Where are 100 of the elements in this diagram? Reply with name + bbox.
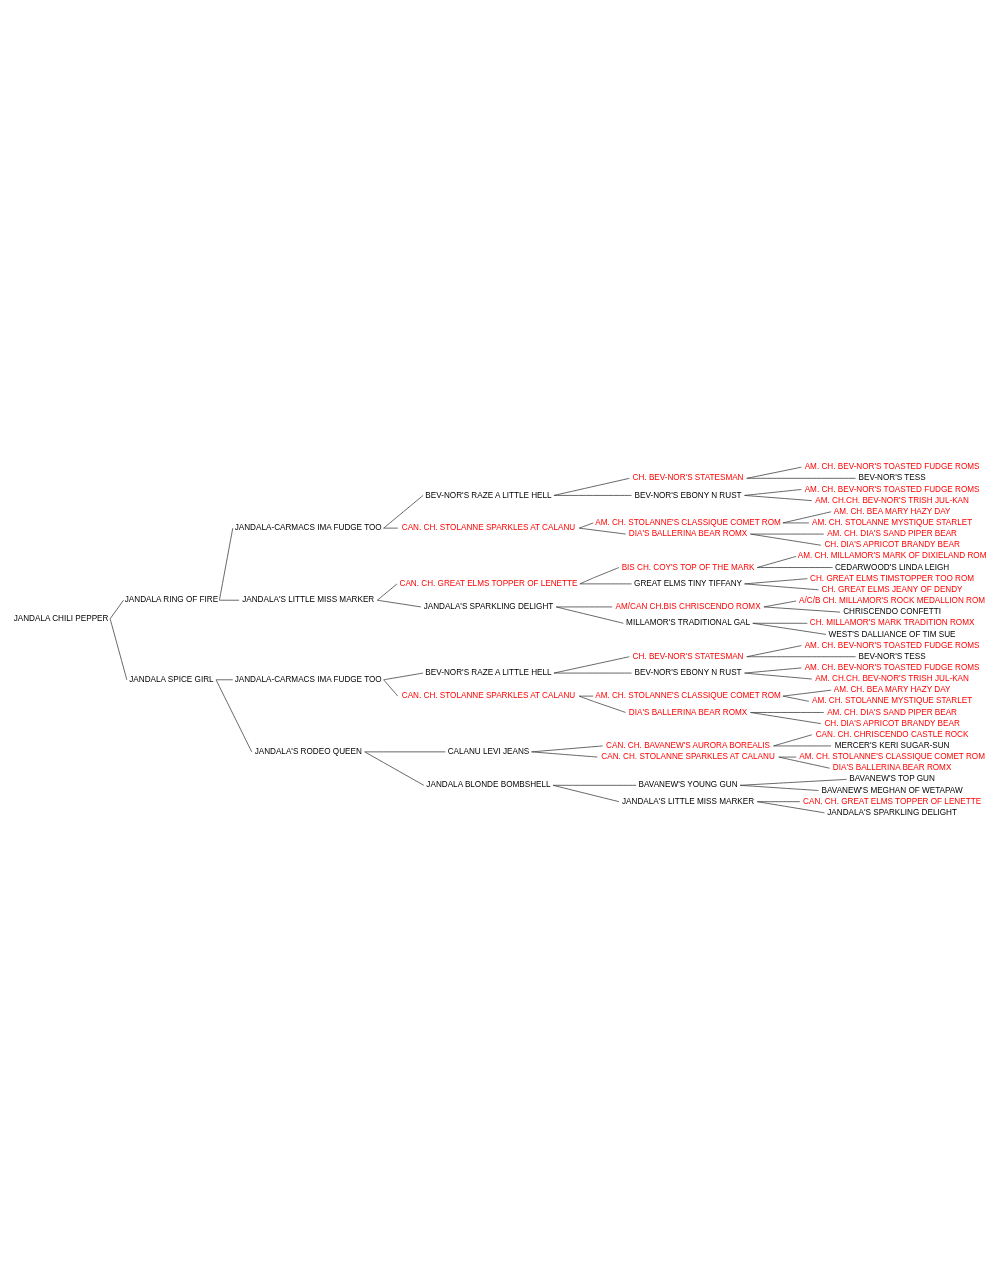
connector bbox=[553, 672, 632, 674]
node-text: CAN. CH. CHRISCENDO CASTLE ROCK bbox=[815, 729, 969, 739]
connector bbox=[744, 672, 813, 680]
connector bbox=[752, 622, 827, 635]
connector bbox=[750, 533, 825, 535]
node-text: AM. CH. BEV-NOR'S TOASTED FUDGE ROMS bbox=[804, 462, 980, 472]
connector bbox=[383, 672, 424, 681]
node-text: CHRISCENDO CONFETTI bbox=[843, 607, 942, 617]
connector bbox=[553, 656, 630, 674]
node-text: JANDALA SPICE GIRL bbox=[129, 674, 214, 684]
node-text: CAN. CH. STOLANNE SPARKLES AT CALANU bbox=[601, 752, 775, 762]
connector bbox=[756, 556, 797, 568]
node-text: CAN. CH. STOLANNE SPARKLES AT CALANU bbox=[401, 523, 576, 533]
node-text: AM. CH.CH. BEV-NOR'S TRISH JUL-KAN bbox=[815, 495, 969, 505]
node-text: BAVANEW'S MEGHAN OF WETAPAW bbox=[821, 785, 963, 795]
connector bbox=[746, 645, 802, 658]
connector bbox=[750, 712, 822, 724]
node-text: AM/CAN CH.BIS CHRISCENDO ROMX bbox=[615, 602, 761, 611]
connector bbox=[377, 583, 398, 601]
connector bbox=[109, 618, 128, 681]
connector bbox=[744, 489, 802, 496]
node-text: JANDALA-CARMACS IMA FUDGE TOO bbox=[234, 523, 382, 533]
connector bbox=[555, 606, 624, 624]
node-text: CH. GREAT ELMS TIMSTOPPER TOO ROM bbox=[810, 573, 975, 583]
node-text: BEV-NOR'S EBONY N RUST bbox=[634, 668, 742, 678]
connector bbox=[578, 527, 626, 535]
connector bbox=[763, 606, 841, 613]
connector bbox=[109, 599, 124, 620]
node-text: BIS CH. COY'S TOP OF THE MARK bbox=[621, 562, 755, 572]
node-text: A/C/B CH. MILLAMOR'S ROCK MEDALLION ROM bbox=[799, 596, 986, 606]
node-text: CH. BEV-NOR'S STATESMAN bbox=[632, 651, 744, 661]
connector bbox=[773, 734, 813, 747]
connector bbox=[578, 522, 594, 529]
node-text: CH. MILLAMOR'S MARK TRADITION ROMX bbox=[809, 618, 975, 628]
node-text: JANDALA RING OF FIRE bbox=[124, 595, 219, 605]
connector bbox=[782, 695, 810, 702]
node-text: DIA'S BALLERINA BEAR ROMX bbox=[628, 707, 748, 717]
node-text: BEV-NOR'S RAZE A LITTLE HELL bbox=[425, 490, 552, 500]
node-text: DIA'S BALLERINA BEAR ROMX bbox=[628, 529, 748, 539]
node-text: JANDALA'S SPARKLING DELIGHT bbox=[827, 807, 957, 817]
connector bbox=[383, 679, 399, 697]
connector bbox=[219, 599, 240, 601]
node-text: JANDALA'S LITTLE MISS MARKER bbox=[242, 595, 375, 605]
connector bbox=[746, 477, 857, 479]
node-text: CH. GREAT ELMS JEANY OF DENDY bbox=[821, 584, 963, 594]
node-text: CH. DIA'S APRICOT BRANDY BEAR bbox=[824, 540, 960, 550]
connector bbox=[782, 511, 832, 524]
connector bbox=[219, 527, 234, 601]
connector bbox=[383, 495, 424, 529]
connector bbox=[383, 527, 399, 529]
node-text: AM. CH. STOLANNE'S CLASSIQUE COMET ROM bbox=[595, 518, 781, 528]
node-text: CALANU LEVI JEANS bbox=[447, 746, 530, 756]
node-text: JANDALA-CARMACS IMA FUDGE TOO bbox=[234, 674, 382, 684]
connector bbox=[750, 533, 822, 546]
node-text: GREAT ELMS TINY TIFFANY bbox=[634, 578, 743, 588]
connector bbox=[746, 656, 857, 658]
connector bbox=[756, 801, 825, 814]
connector bbox=[578, 695, 626, 713]
node-text: CEDARWOOD'S LINDA LEIGH bbox=[834, 562, 950, 572]
connector bbox=[531, 751, 598, 758]
node-text: CAN. CH. BAVANEW'S AURORA BOREALIS bbox=[606, 741, 771, 751]
connector bbox=[364, 751, 425, 786]
connector bbox=[578, 695, 594, 697]
connector bbox=[773, 745, 832, 747]
node-text: CAN. CH. GREAT ELMS TOPPER OF LENETTE bbox=[399, 578, 578, 588]
connector bbox=[782, 689, 832, 697]
node-text: AM. CH. BEV-NOR'S TOASTED FUDGE ROMS bbox=[804, 484, 980, 494]
connector bbox=[778, 756, 831, 769]
connector bbox=[579, 583, 632, 585]
node-text: CAN. CH. STOLANNE SPARKLES AT CALANU bbox=[401, 691, 576, 701]
connector bbox=[377, 599, 422, 608]
node-text: AM. CH. BEA MARY HAZY DAY bbox=[833, 685, 951, 695]
node-text: BAVANEW'S YOUNG GUN bbox=[638, 780, 738, 790]
connector bbox=[744, 667, 802, 674]
connector bbox=[579, 567, 620, 585]
connector bbox=[739, 784, 819, 791]
connector bbox=[553, 477, 630, 496]
node-text: JANDALA BLONDE BOMBSHELL bbox=[426, 780, 551, 790]
node-text: BEV-NOR'S RAZE A LITTLE HELL bbox=[425, 668, 552, 678]
node-text: CH. BEV-NOR'S STATESMAN bbox=[632, 473, 744, 483]
node-text: AM. CH. STOLANNE'S CLASSIQUE COMET ROM bbox=[799, 752, 985, 762]
node-text: AM. CH. MILLAMOR'S MARK OF DIXIELAND ROM bbox=[797, 551, 987, 561]
node-text: CAN. CH. GREAT ELMS TOPPER OF LENETTE bbox=[803, 796, 982, 806]
node-text: JANDALA'S RODEO QUEEN bbox=[254, 746, 362, 756]
node-text: AM. CH. DIA'S SAND PIPER BEAR bbox=[827, 707, 958, 717]
node-text: AM. CH. STOLANNE MYSTIQUE STARLET bbox=[812, 696, 973, 706]
node-text: AM. CH. STOLANNE'S CLASSIQUE COMET ROM bbox=[595, 691, 781, 701]
node-text: JANDALA'S SPARKLING DELIGHT bbox=[423, 602, 554, 611]
connector bbox=[553, 495, 632, 496]
connector bbox=[744, 583, 819, 591]
node-text: CH. DIA'S APRICOT BRANDY BEAR bbox=[824, 718, 960, 728]
node-text: JANDALA CHILI PEPPER bbox=[13, 613, 109, 623]
connector bbox=[555, 606, 613, 608]
node-text: DIA'S BALLERINA BEAR ROMX bbox=[832, 763, 952, 773]
node-text: AM. CH.CH. BEV-NOR'S TRISH JUL-KAN bbox=[815, 674, 969, 684]
node-text: JANDALA'S LITTLE MISS MARKER bbox=[622, 796, 755, 806]
connector bbox=[364, 751, 446, 753]
node-text: AM. CH. DIA'S SAND PIPER BEAR bbox=[827, 529, 958, 539]
node-text: AM. CH. BEA MARY HAZY DAY bbox=[833, 506, 951, 516]
connector bbox=[782, 522, 810, 524]
